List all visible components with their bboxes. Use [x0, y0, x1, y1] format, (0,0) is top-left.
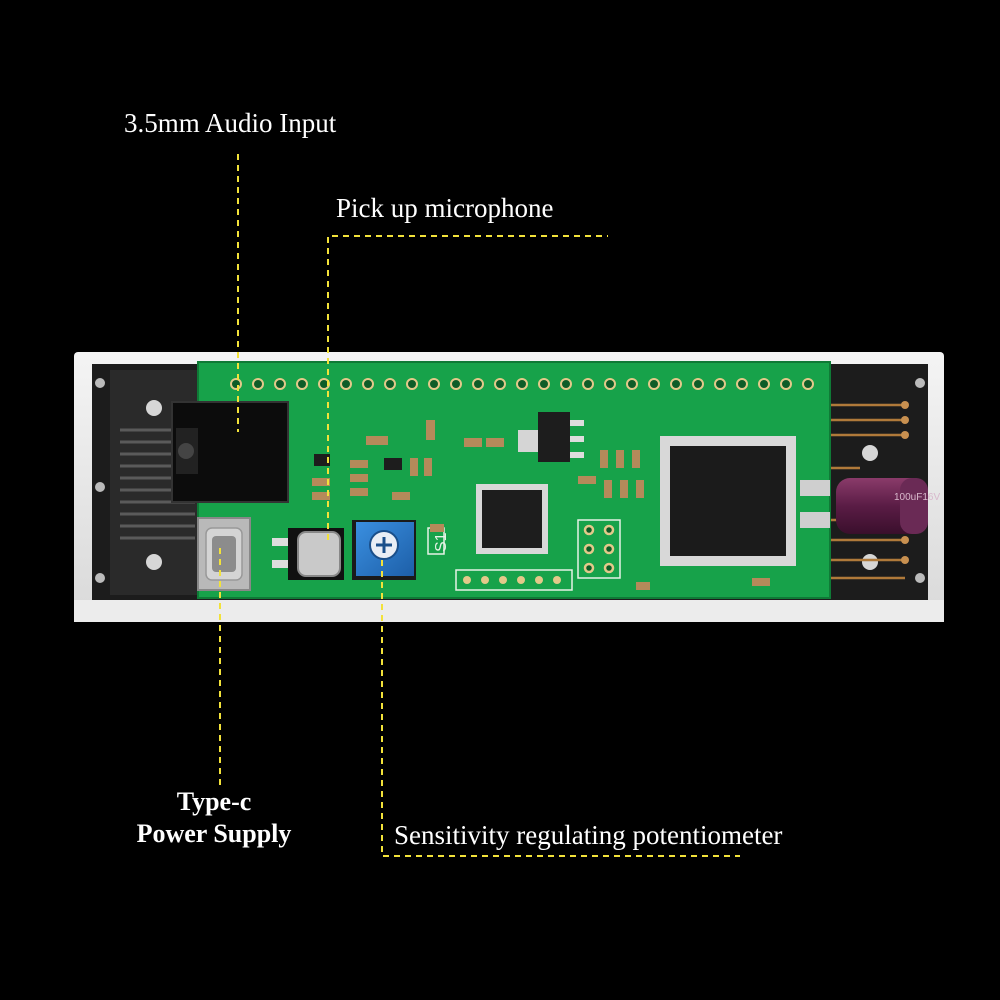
- left-traces: [120, 428, 195, 540]
- bottom-header: [455, 569, 573, 591]
- small-ic-chip: [476, 484, 548, 554]
- callout-type-c-line2: Power Supply: [136, 819, 292, 848]
- callout-potentiometer: Sensitivity regulating potentiometer: [394, 820, 783, 850]
- sot-transistors: [314, 454, 402, 470]
- right-traces: [830, 403, 905, 580]
- callout-type-c-power: Type-c Power Supply: [104, 786, 324, 850]
- main-ic-chip: [660, 436, 796, 566]
- mic-leader-line: [327, 235, 608, 540]
- usb-type-c-port: [197, 517, 251, 591]
- electrolytic-capacitor: 100uF16V: [800, 478, 940, 534]
- audio-jack: [171, 401, 289, 503]
- callout-type-c-line1: Type-c: [176, 787, 252, 816]
- jumper-header: [577, 519, 621, 579]
- pickup-microphone: [272, 528, 344, 580]
- leader-lines: [219, 154, 740, 857]
- silkscreen-s1: S1: [433, 532, 450, 552]
- callout-audio-input: 3.5mm Audio Input: [124, 108, 337, 138]
- capacitor-marking: 100uF16V: [894, 492, 940, 503]
- voltage-regulator: [518, 412, 584, 462]
- sensitivity-potentiometer: [352, 520, 416, 580]
- callout-pickup-microphone: Pick up microphone: [336, 193, 554, 223]
- header-holes: [230, 378, 814, 390]
- smd-components: [312, 420, 770, 590]
